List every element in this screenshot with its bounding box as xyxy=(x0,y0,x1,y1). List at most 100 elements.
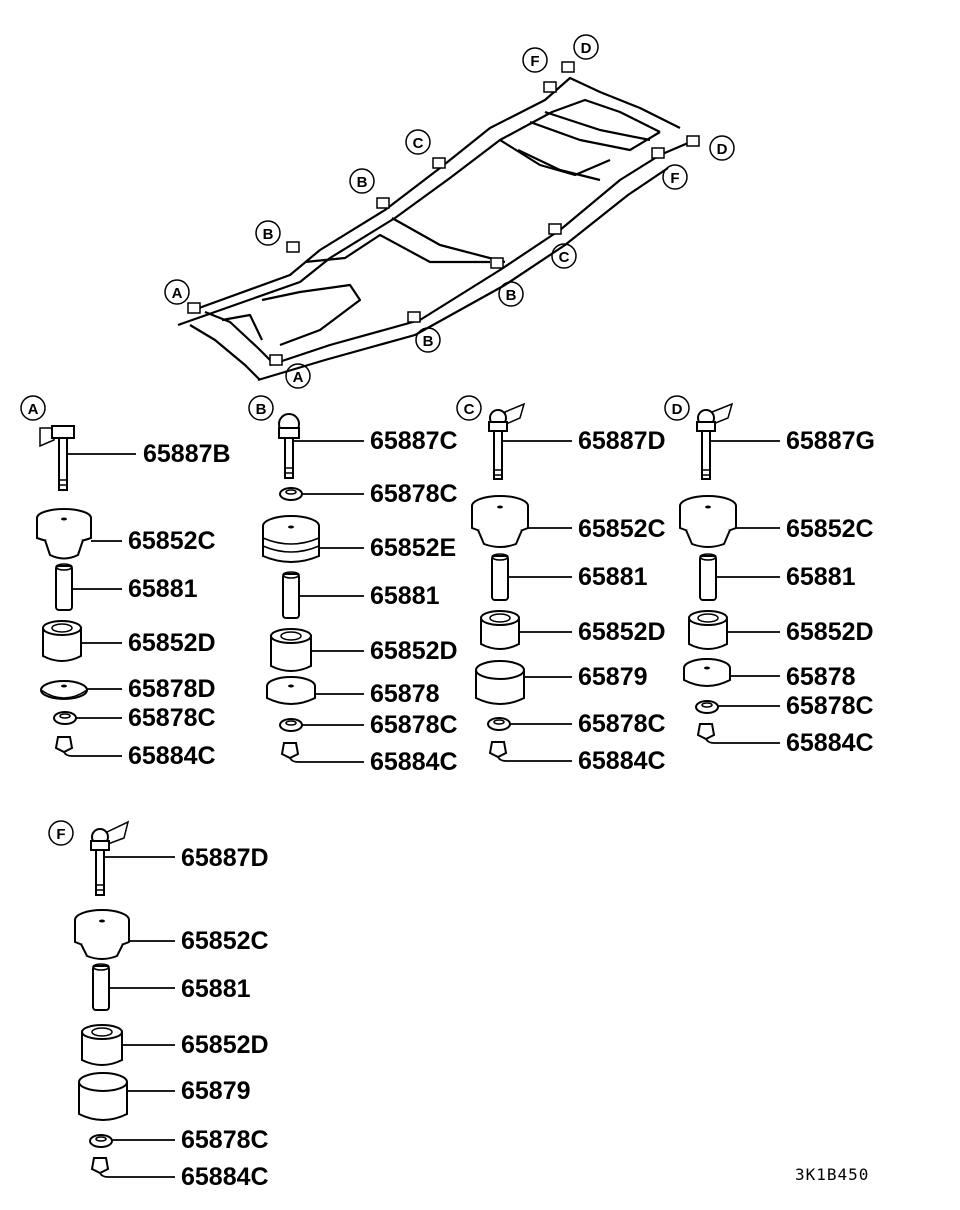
mount-pad xyxy=(187,302,201,314)
group-a: A xyxy=(20,395,231,770)
group-c-callout: C xyxy=(456,395,482,421)
bolt-65887b xyxy=(39,425,75,491)
label-65879-f: 65879 xyxy=(181,1077,251,1105)
washer-65878c-b-top xyxy=(279,487,303,501)
label-65852c-a: 65852C xyxy=(128,527,216,555)
label-65887b: 65887B xyxy=(143,440,231,468)
mount-pad xyxy=(548,223,562,235)
label-65878c-a: 65878C xyxy=(128,704,216,732)
label-65852c-d: 65852C xyxy=(786,515,874,543)
svg-text:C: C xyxy=(559,249,570,266)
label-65852d-a: 65852D xyxy=(128,629,216,657)
label-65884c-b: 65884C xyxy=(370,748,458,776)
svg-text:F: F xyxy=(530,53,539,70)
svg-text:B: B xyxy=(263,226,274,243)
mount-pad xyxy=(543,81,557,93)
label-65852d-d: 65852D xyxy=(786,618,874,646)
svg-text:A: A xyxy=(293,369,304,386)
group-c: C xyxy=(456,395,666,775)
insulator-65852e xyxy=(262,515,320,563)
spacer-65879-c xyxy=(475,660,525,705)
chassis-frame xyxy=(177,76,696,382)
group-b-callout: B xyxy=(248,395,274,421)
frame-callout-c-2: C xyxy=(551,243,577,269)
diagram-code: 3K1B450 xyxy=(795,1165,869,1184)
bolt-65887c xyxy=(278,413,300,479)
frame-callout-a-rear: A xyxy=(285,363,311,389)
collar-65881-d xyxy=(699,553,717,601)
frame-mounts xyxy=(187,61,700,366)
frame-callout-b-1: B xyxy=(255,220,281,246)
group-d: D xyxy=(664,395,875,757)
collar-65881-f xyxy=(92,963,110,1011)
svg-text:D: D xyxy=(717,141,728,158)
washer-65878-d xyxy=(683,658,731,687)
washer-65878c-d xyxy=(695,700,719,714)
frame-callout-b-4: B xyxy=(498,281,524,307)
bolt-65887d-f xyxy=(90,820,130,896)
mount-pad xyxy=(376,197,390,209)
frame-callout-f-1: F xyxy=(522,47,548,73)
frame-callout-a-front: A xyxy=(164,279,190,305)
group-b: B xyxy=(248,395,458,776)
label-65881-c: 65881 xyxy=(578,563,648,591)
svg-text:A: A xyxy=(28,401,39,418)
label-65879-c: 65879 xyxy=(578,663,648,691)
svg-text:D: D xyxy=(672,401,683,418)
insulator-65852c-c xyxy=(471,495,529,548)
insulator-65852d-b xyxy=(270,628,312,672)
label-65887g: 65887G xyxy=(786,427,875,455)
label-65878c-b-top: 65878C xyxy=(370,480,458,508)
nut-65884c-b xyxy=(280,742,300,760)
mount-pad xyxy=(686,135,700,147)
label-65881-d: 65881 xyxy=(786,563,856,591)
spacer-65879-f xyxy=(78,1072,128,1121)
svg-text:C: C xyxy=(464,401,475,418)
mount-pad xyxy=(269,354,283,366)
mount-pad xyxy=(561,61,575,73)
label-65887d-c: 65887D xyxy=(578,427,666,455)
group-f-callout: F xyxy=(48,820,74,846)
label-65884c-f: 65884C xyxy=(181,1163,269,1191)
svg-text:B: B xyxy=(506,287,517,304)
collar-65881-c xyxy=(491,553,509,601)
label-65881-b: 65881 xyxy=(370,582,440,610)
label-65884c-a: 65884C xyxy=(128,742,216,770)
mount-pad xyxy=(490,257,504,269)
label-65852e: 65852E xyxy=(370,534,456,562)
mount-pad xyxy=(432,157,446,169)
label-65878c-d: 65878C xyxy=(786,692,874,720)
insulator-65852c-a xyxy=(36,508,92,560)
svg-text:B: B xyxy=(256,401,267,418)
label-65878c-b: 65878C xyxy=(370,711,458,739)
label-65887d-f: 65887D xyxy=(181,844,269,872)
label-65878c-c: 65878C xyxy=(578,710,666,738)
frame-callout-b-3: B xyxy=(415,327,441,353)
label-65881-a: 65881 xyxy=(128,575,198,603)
insulator-65852d-a xyxy=(42,620,82,662)
group-f: F xyxy=(48,820,269,1191)
mount-pad xyxy=(407,311,421,323)
frame-callout-f-2: F xyxy=(662,164,688,190)
collar-65881-a xyxy=(55,563,73,611)
bolt-65887g xyxy=(696,402,734,480)
frame-callouts: A A B B B B C C D D F F xyxy=(164,34,735,389)
mount-pad xyxy=(286,241,300,253)
label-65887c: 65887C xyxy=(370,427,458,455)
insulator-65852c-f xyxy=(74,909,130,960)
svg-text:F: F xyxy=(670,170,679,187)
label-65852d-b: 65852D xyxy=(370,637,458,665)
washer-65878c-f xyxy=(89,1134,113,1148)
frame-callout-d-1: D xyxy=(573,34,599,60)
group-d-callout: D xyxy=(664,395,690,421)
label-65878-d: 65878 xyxy=(786,663,856,691)
washer-65878c-b xyxy=(279,718,303,732)
nut-65884c-d xyxy=(696,723,716,741)
nut-65884c-a xyxy=(54,736,74,754)
label-65881-f: 65881 xyxy=(181,975,251,1003)
label-65878c-f: 65878C xyxy=(181,1126,269,1154)
bolt-65887d-c xyxy=(488,402,526,480)
label-65852c-c: 65852C xyxy=(578,515,666,543)
washer-65878c-c xyxy=(487,717,511,731)
